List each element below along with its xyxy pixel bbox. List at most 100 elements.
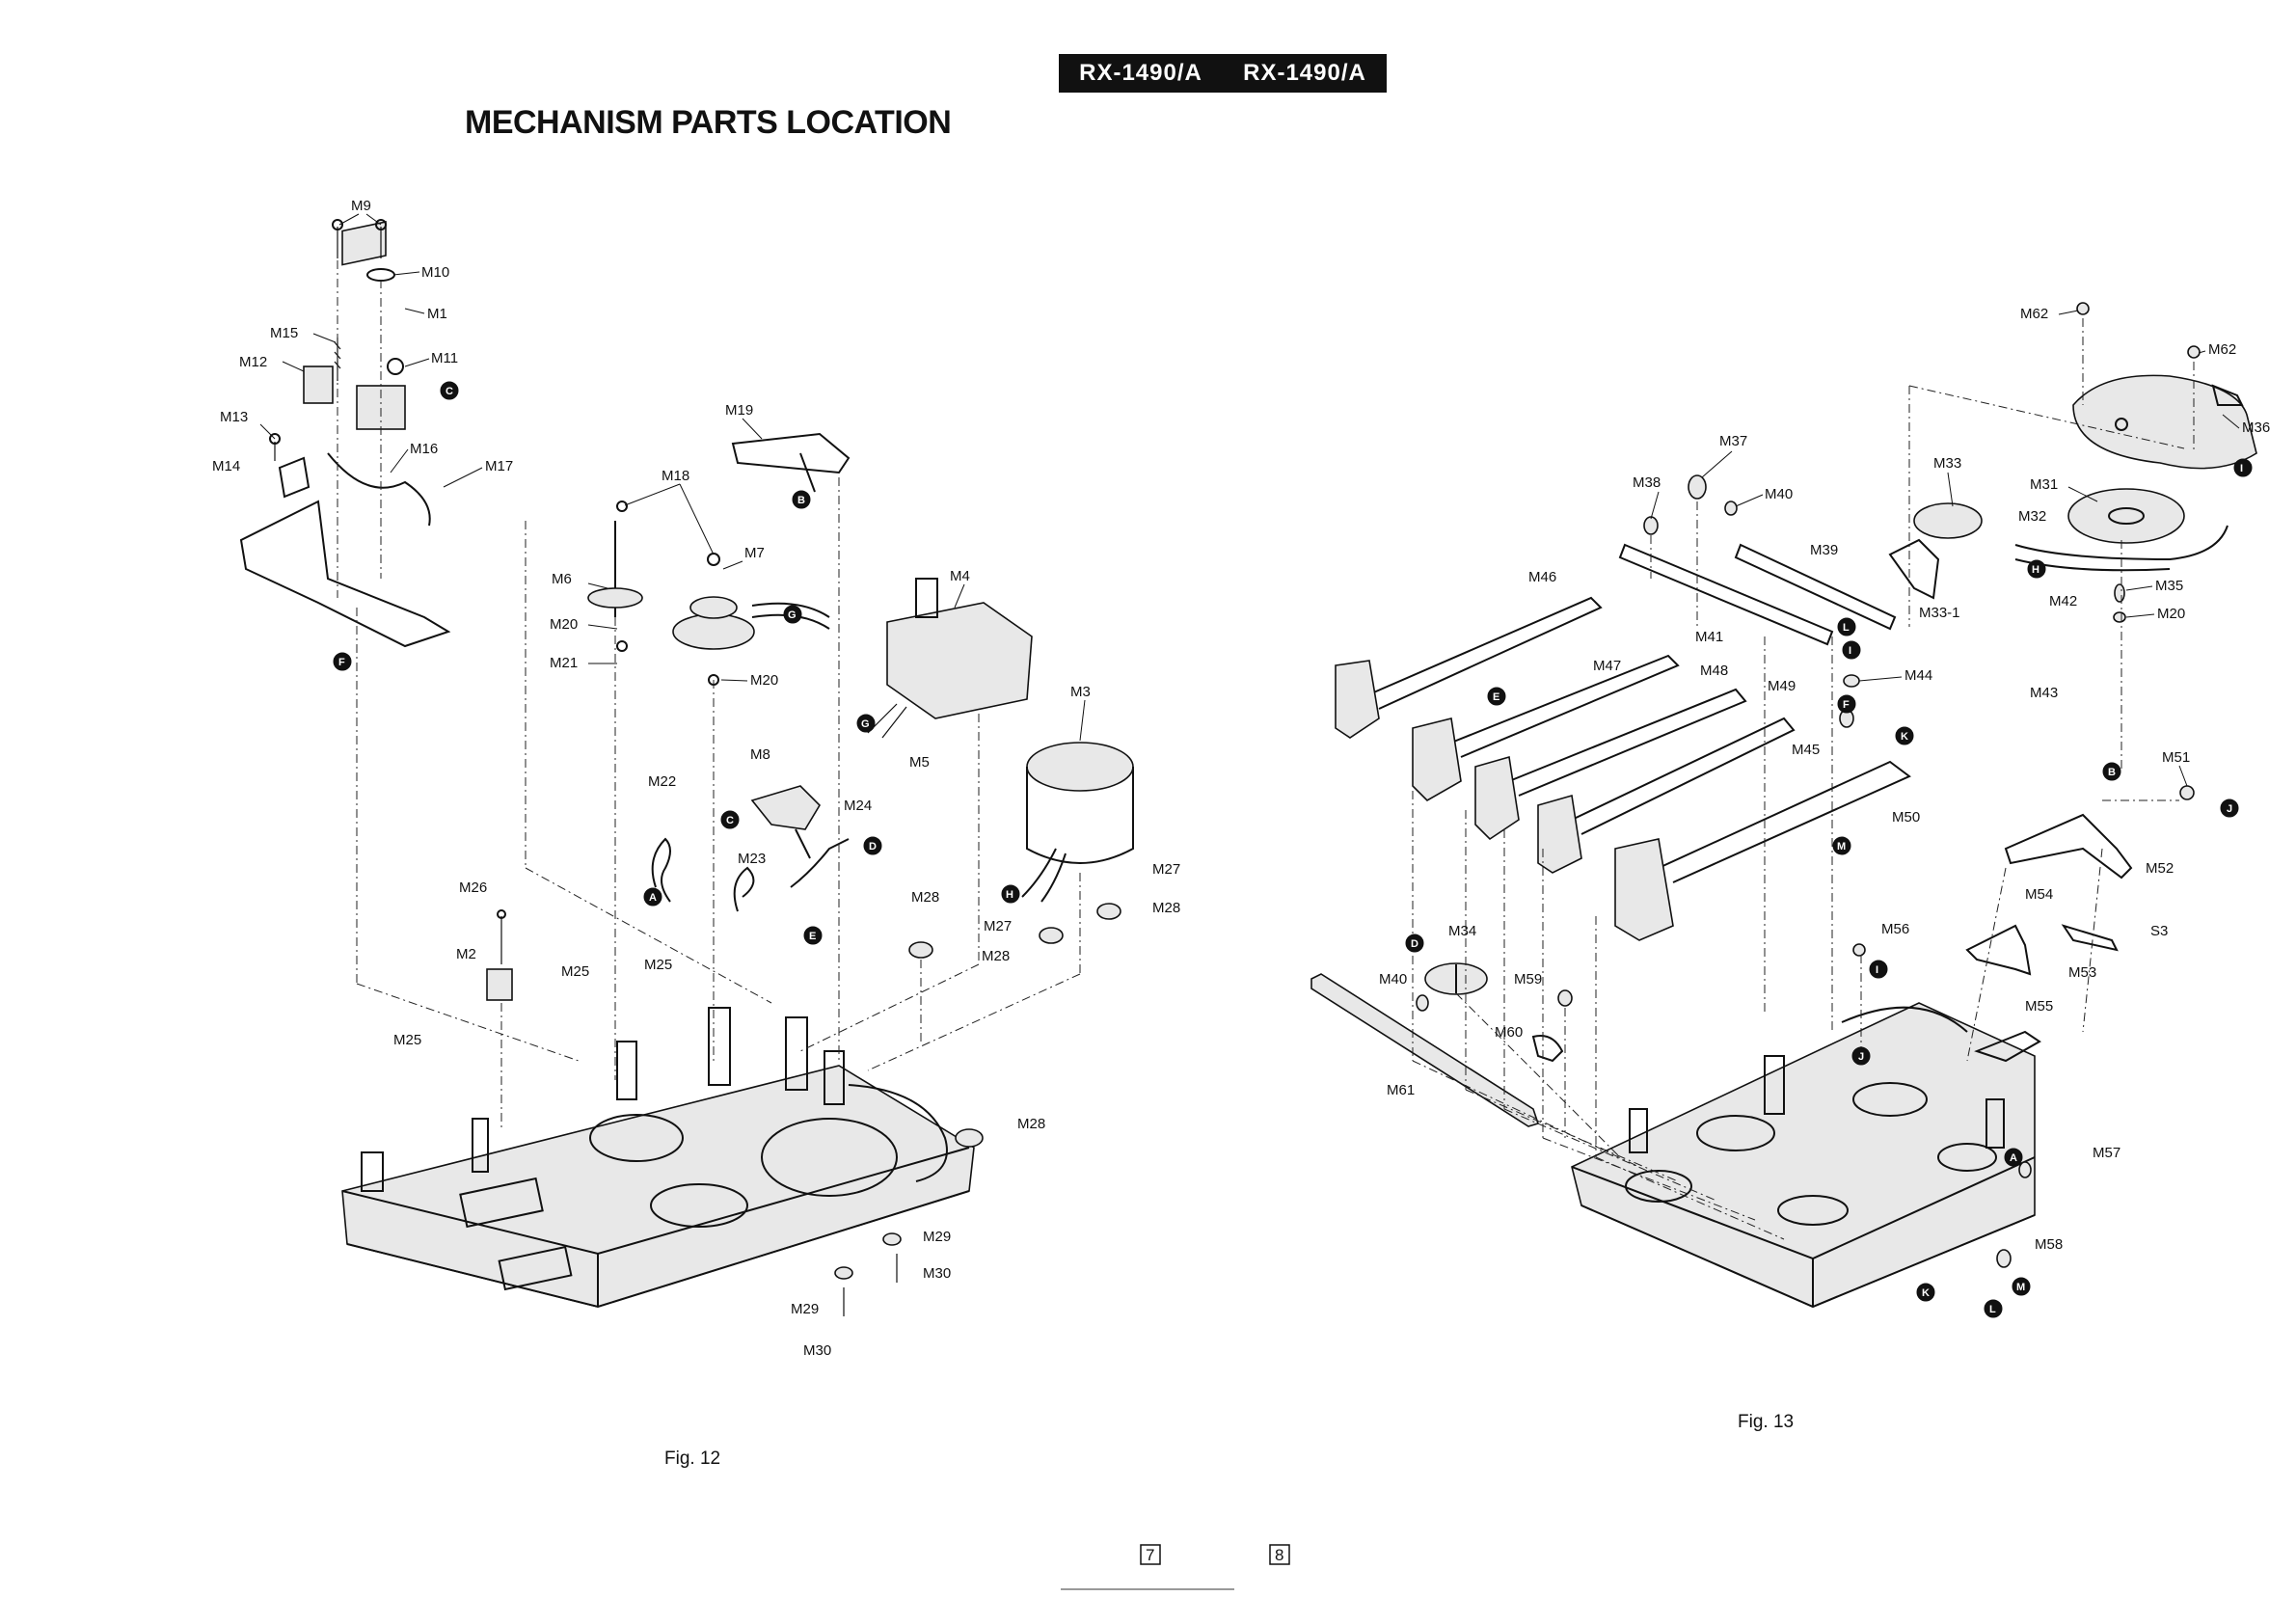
label-m12: M12 bbox=[239, 354, 267, 370]
label-m16: M16 bbox=[410, 441, 438, 457]
page-number-left: 7 bbox=[1146, 1546, 1154, 1564]
model-label-right: RX-1490/A bbox=[1243, 60, 1366, 86]
marker-j-2: J bbox=[1858, 1051, 1864, 1063]
label-m28-b: M28 bbox=[1152, 900, 1180, 916]
label-m15: M15 bbox=[270, 325, 298, 341]
page-title: MECHANISM PARTS LOCATION bbox=[465, 104, 952, 141]
marker-k-1: K bbox=[1901, 731, 1908, 743]
label-m29-a: M29 bbox=[923, 1229, 951, 1245]
label-m9: M9 bbox=[351, 198, 371, 214]
label-m31: M31 bbox=[2030, 476, 2058, 493]
marker-i-1: I bbox=[2240, 463, 2243, 474]
label-m35: M35 bbox=[2155, 578, 2183, 594]
label-m4: M4 bbox=[950, 568, 970, 584]
label-m62-b: M62 bbox=[2208, 341, 2236, 358]
label-m34: M34 bbox=[1448, 923, 1476, 939]
marker-j-1: J bbox=[2227, 803, 2232, 815]
figure-12-caption: Fig. 12 bbox=[664, 1448, 720, 1469]
label-m43: M43 bbox=[2030, 685, 2058, 701]
label-m11: M11 bbox=[431, 350, 458, 366]
marker-m-2: M bbox=[2016, 1282, 2025, 1293]
figure-13: M62 M62 M36 M37 M33 M31 M38 M40 M32 M39 … bbox=[1310, 302, 2270, 1432]
label-m21: M21 bbox=[550, 655, 578, 671]
label-s3: S3 bbox=[2150, 923, 2168, 939]
label-m57: M57 bbox=[2093, 1145, 2120, 1161]
label-m17: M17 bbox=[485, 458, 513, 474]
label-m61: M61 bbox=[1387, 1082, 1415, 1098]
fig13-leaders bbox=[1650, 310, 2240, 787]
label-m19: M19 bbox=[725, 402, 753, 419]
marker-h: H bbox=[1006, 889, 1013, 901]
label-m29-b: M29 bbox=[791, 1301, 819, 1317]
fig12-part-labels: M9 M10 M1 M15 M11 M12 M13 M16 M14 M17 M1… bbox=[212, 198, 1180, 1359]
label-m5: M5 bbox=[909, 754, 930, 771]
label-m45: M45 bbox=[1792, 742, 1820, 758]
label-m14: M14 bbox=[212, 458, 240, 474]
label-m20: M20 bbox=[2157, 606, 2185, 622]
marker-l-2: L bbox=[1989, 1304, 1996, 1315]
label-m24: M24 bbox=[844, 798, 872, 814]
label-m40-a: M40 bbox=[1765, 486, 1793, 502]
marker-a: A bbox=[649, 892, 657, 904]
label-m3: M3 bbox=[1070, 684, 1091, 700]
marker-b: B bbox=[2108, 767, 2116, 778]
fig13-part-labels: M62 M62 M36 M37 M33 M31 M38 M40 M32 M39 … bbox=[1379, 306, 2270, 1253]
label-m56: M56 bbox=[1881, 921, 1909, 937]
marker-k-2: K bbox=[1922, 1287, 1930, 1299]
marker-e: E bbox=[809, 931, 816, 942]
label-m47: M47 bbox=[1593, 658, 1621, 674]
label-m40-b: M40 bbox=[1379, 971, 1407, 988]
label-m27-a: M27 bbox=[1152, 861, 1180, 878]
marker-d: D bbox=[869, 841, 877, 853]
capstan-gears bbox=[587, 501, 830, 686]
label-m39: M39 bbox=[1810, 542, 1838, 558]
marker-f: F bbox=[1843, 699, 1850, 711]
label-m26: M26 bbox=[459, 880, 487, 896]
figure-13-caption: Fig. 13 bbox=[1738, 1412, 1794, 1432]
chassis-fig12 bbox=[341, 1007, 975, 1309]
chassis-fig13 bbox=[1571, 1002, 2036, 1309]
marker-i-2: I bbox=[1849, 645, 1851, 657]
label-m28-d: M28 bbox=[1017, 1116, 1045, 1132]
label-m28-c: M28 bbox=[982, 948, 1010, 964]
marker-h: H bbox=[2032, 564, 2039, 576]
switch-block bbox=[867, 578, 1033, 739]
label-m10: M10 bbox=[421, 264, 449, 281]
label-m51: M51 bbox=[2162, 749, 2190, 766]
marker-m-1: M bbox=[1837, 841, 1846, 853]
marker-a: A bbox=[2010, 1152, 2017, 1164]
label-m13: M13 bbox=[220, 409, 248, 425]
label-m37: M37 bbox=[1719, 433, 1747, 449]
marker-c-2: C bbox=[726, 815, 734, 826]
label-m38: M38 bbox=[1633, 474, 1661, 491]
marker-g-2: G bbox=[861, 718, 870, 730]
label-m49: M49 bbox=[1768, 678, 1796, 694]
label-m1: M1 bbox=[427, 306, 447, 322]
page-numbers: 7 8 bbox=[1061, 1544, 1290, 1590]
fig13-markers: I H L I E F K B J M D I J A K L M bbox=[1405, 458, 2253, 1318]
label-m20-b: M20 bbox=[750, 672, 778, 689]
label-m2: M2 bbox=[456, 946, 476, 962]
label-m30-a: M30 bbox=[923, 1265, 951, 1282]
label-m25-a: M25 bbox=[561, 963, 589, 980]
head-assembly bbox=[239, 219, 451, 648]
label-m36: M36 bbox=[2242, 420, 2270, 436]
pinch-lever bbox=[731, 432, 851, 859]
label-m20-a: M20 bbox=[550, 616, 578, 633]
label-m22: M22 bbox=[648, 773, 676, 790]
label-m33: M33 bbox=[1933, 455, 1961, 472]
label-m42: M42 bbox=[2049, 593, 2077, 609]
marker-e: E bbox=[1493, 691, 1499, 703]
label-m27-b: M27 bbox=[984, 918, 1012, 934]
label-m41: M41 bbox=[1695, 629, 1723, 645]
label-m55: M55 bbox=[2025, 998, 2053, 1015]
model-banner: RX-1490/A RX-1490/A bbox=[1059, 54, 1387, 93]
function-buttons bbox=[1335, 596, 1911, 941]
label-m62-a: M62 bbox=[2020, 306, 2048, 322]
fig12-markers: C B G F G C D A E H bbox=[333, 381, 1020, 945]
label-m18: M18 bbox=[662, 468, 689, 484]
marker-l-1: L bbox=[1843, 622, 1850, 634]
label-m8: M8 bbox=[750, 746, 770, 763]
model-label-left: RX-1490/A bbox=[1079, 60, 1202, 86]
